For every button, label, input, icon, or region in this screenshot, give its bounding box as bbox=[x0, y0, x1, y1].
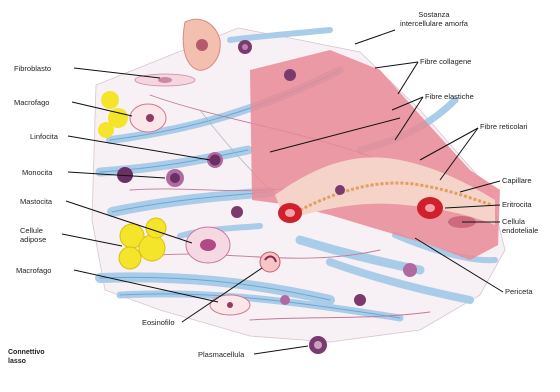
label-eosinofilo: Eosinofilo bbox=[142, 318, 175, 327]
label-cellula-endoteliale: Cellula endoteliale bbox=[502, 217, 538, 235]
label-monocita: Monocita bbox=[22, 168, 52, 177]
label-macrofago-bottom: Macrofago bbox=[16, 266, 51, 275]
label-fibre-reticolari: Fibre reticolari bbox=[480, 122, 528, 131]
label-cellule-adipose: Cellule adipose bbox=[20, 226, 46, 244]
label-cellula-line1: Cellula bbox=[502, 217, 538, 226]
label-fibre-collagene: Fibre collagene bbox=[420, 57, 471, 66]
label-endoteliale-line2: endoteliale bbox=[502, 226, 538, 235]
label-mastocita: Mastocita bbox=[20, 197, 52, 206]
label-sostanza-intercellulare: Sostanza intercellulare amorfa bbox=[400, 10, 468, 28]
label-cellule-line1: Cellule bbox=[20, 226, 46, 235]
label-fibroblasto: Fibroblasto bbox=[14, 64, 51, 73]
label-linfocita: Linfocita bbox=[30, 132, 58, 141]
caption-line2: lasso bbox=[8, 357, 45, 366]
leader-plasmacellula bbox=[254, 346, 308, 354]
label-macrofago-top: Macrofago bbox=[14, 98, 49, 107]
label-fibre-elastiche: Fibre elastiche bbox=[425, 92, 474, 101]
figure-caption: Connettivo lasso bbox=[8, 348, 45, 366]
leader-fibre-collagene-b bbox=[398, 62, 418, 94]
label-sostanza-line2: intercellulare amorfa bbox=[400, 19, 468, 28]
leader-sostanza bbox=[355, 30, 395, 44]
label-periceta: Periceta bbox=[505, 287, 533, 296]
label-sostanza-line1: Sostanza bbox=[400, 10, 468, 19]
leader-fibre-collagene-a bbox=[375, 62, 418, 68]
label-adipose-line2: adipose bbox=[20, 235, 46, 244]
label-eritrocita: Eritrocita bbox=[502, 200, 532, 209]
label-plasmacellula: Plasmacellula bbox=[198, 350, 244, 359]
label-capillare: Capillare bbox=[502, 176, 532, 185]
caption-line1: Connettivo bbox=[8, 348, 45, 357]
